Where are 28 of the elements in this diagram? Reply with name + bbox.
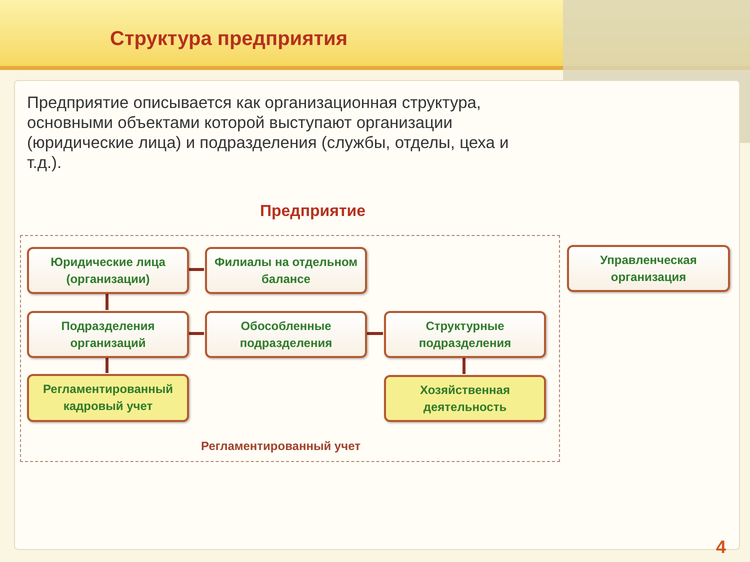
page-number: 4 [716,536,726,559]
box-label: Управленческая организация [599,252,698,286]
process-box [384,311,546,358]
box-label: Структурные подразделения [418,318,512,352]
box-label: Регламентированный кадровый учет [42,381,174,415]
diagram-heading: Предприятие [260,202,366,222]
process-box [27,247,189,294]
connector-line [188,268,204,271]
box-label: Филиалы на отдельном балансе [213,254,359,288]
process-box [384,375,546,422]
box-label: Хозяйственная деятельность [419,382,511,416]
process-box [567,245,730,292]
box-label: Юридические лица (организации) [50,254,166,288]
dashed-group-region [20,235,560,462]
box-label: Обособленные подразделения [238,318,334,352]
group-label: Регламентированный учет [201,438,360,455]
slide-title: Структура предприятия [110,27,348,52]
connector-line [462,357,466,374]
process-box [27,374,189,422]
connector-line [366,332,383,335]
connector-line [106,293,108,310]
process-box [205,247,367,294]
process-box [205,311,367,358]
connector-line [106,357,108,373]
box-label: Подразделения организаций [60,318,156,352]
connector-line [188,332,204,335]
intro-paragraph: Предприятие описывается как организационная структура, основными объектами которой выступают организации (юридические лица) и подразделения (службы, отделы, цеха и т.д.). [27,93,510,173]
process-box [27,311,189,358]
